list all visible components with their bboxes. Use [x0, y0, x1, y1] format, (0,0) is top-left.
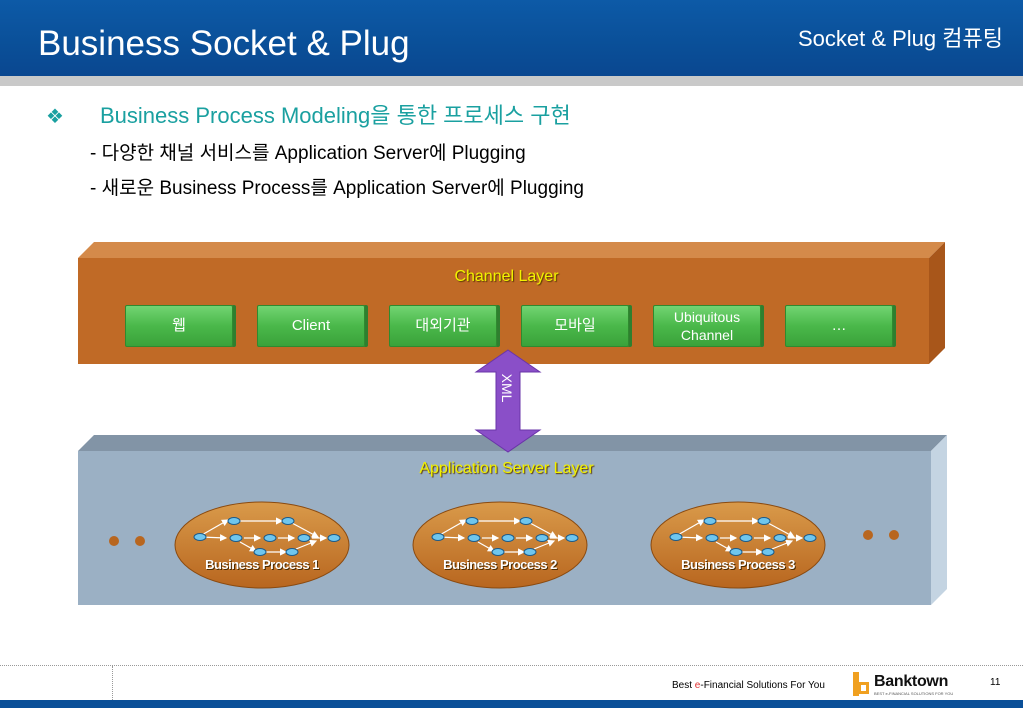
banktown-logo-subtext: BEST e-FINANCIAL SOLUTIONS FOR YOU — [874, 691, 954, 696]
page-subtitle: Socket & Plug 컴퓨팅 — [797, 26, 1003, 51]
ellipsis-dots-right — [863, 530, 899, 540]
bullet-heading: Business Process Modeling을 통한 프로세스 구현 — [100, 103, 571, 128]
header-underline — [0, 76, 1023, 86]
channel-more-button: … — [785, 305, 893, 347]
footer-vertical-divider — [112, 666, 113, 700]
bullet-subitem: - 다양한 채널 서비스를 Application Server에 Pluggi… — [90, 143, 526, 164]
xml-label: XML — [499, 374, 515, 403]
channel-web-button: 웹 — [125, 305, 233, 347]
channel-layer-label: Channel Layer — [454, 268, 559, 285]
ellipsis-dots-left — [109, 536, 145, 546]
page-number: 11 — [990, 677, 1001, 688]
business-process-3-ellipse — [650, 501, 826, 589]
app-server-layer-label: Application Server Layer — [419, 460, 594, 477]
channel-client-button: Client — [257, 305, 365, 347]
header-bar — [0, 0, 1023, 76]
banktown-logo-icon — [853, 672, 869, 696]
xml-connector-arrow — [474, 349, 542, 453]
banktown-logo-text: Banktown — [874, 673, 949, 690]
business-process-2-label: Business Process 2 — [443, 557, 557, 572]
channel-mobile-button: 모바일 — [521, 305, 629, 347]
business-process-2-ellipse — [412, 501, 588, 589]
footer-tagline: Best e-Financial Solutions For You — [672, 680, 825, 691]
footer-bar — [0, 700, 1023, 708]
page-title: Business Socket & Plug — [38, 24, 410, 63]
channel-ubiquitous-button: Ubiquitous Channel — [653, 305, 761, 347]
bullet-subitem: - 새로운 Business Process를 Application Serv… — [90, 178, 584, 199]
business-process-1-ellipse — [174, 501, 350, 589]
business-process-1-label: Business Process 1 — [205, 557, 319, 572]
channel-external-org-button: 대외기관 — [389, 305, 497, 347]
diamond-bullet-icon: ❖ — [46, 106, 64, 128]
footer-divider — [0, 665, 1023, 666]
business-process-3-label: Business Process 3 — [681, 557, 795, 572]
